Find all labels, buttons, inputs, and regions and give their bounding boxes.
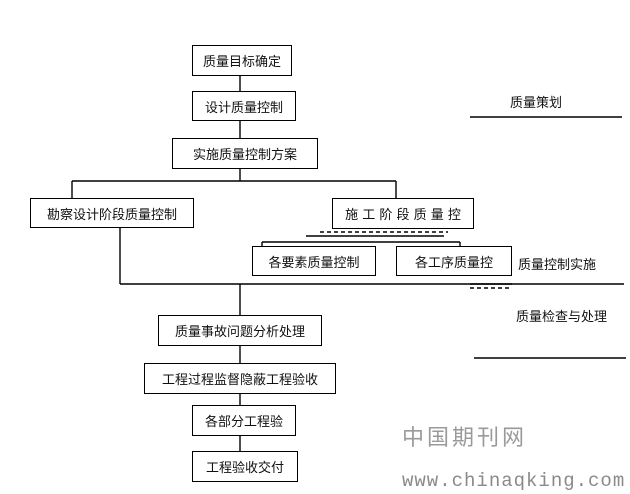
node-handover: 工程验收交付 (192, 451, 298, 482)
node-incident: 质量事故问题分析处理 (158, 315, 322, 346)
node-process: 各工序质量控 (396, 246, 512, 276)
node-partial: 各部分工程验 (192, 405, 296, 436)
node-design-control: 设计质量控制 (192, 91, 296, 121)
node-survey-design: 勘察设计阶段质量控制 (30, 198, 194, 228)
node-supervision: 工程过程监督隐蔽工程验收 (144, 363, 336, 394)
phase-label-inspection: 质量检查与处理 (516, 310, 608, 325)
node-elements: 各要素质量控制 (252, 246, 376, 276)
phase-label-planning: 质量策划 (510, 96, 563, 111)
phase-label-implementation: 质量控制实施 (518, 258, 597, 273)
watermark-url: www.chinaqking.com (402, 470, 626, 492)
node-plan: 实施质量控制方案 (172, 138, 318, 169)
node-goal: 质量目标确定 (192, 45, 292, 76)
node-construction: 施 工 阶 段 质 量 控 (332, 198, 474, 229)
watermark-name: 中国期刊网 (402, 426, 528, 451)
